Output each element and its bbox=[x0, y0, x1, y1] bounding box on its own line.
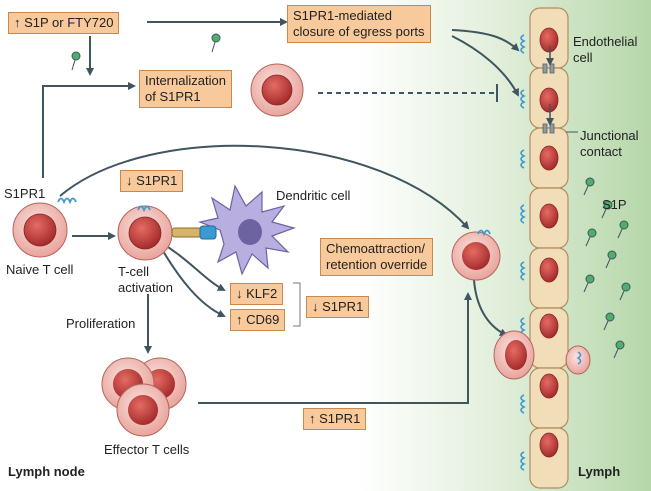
dendritic-label: Dendritic cell bbox=[276, 188, 351, 203]
lymph-label: Lymph bbox=[578, 464, 621, 479]
chemoattraction-box: Chemoattraction/retention override bbox=[320, 238, 434, 276]
s1p-fty720-box: ↑ S1P or FTY720 bbox=[8, 12, 120, 34]
endothelial-nuclei bbox=[539, 27, 559, 458]
internalized-cell bbox=[250, 63, 304, 117]
s1p-label: S1P bbox=[602, 197, 627, 212]
up-s1pr1-box: ↑ S1PR1 bbox=[303, 408, 367, 430]
effector-t-cells bbox=[101, 357, 187, 437]
s1pr1-label: S1PR1 bbox=[4, 186, 46, 201]
down-s1pr1-box: ↓ S1PR1 bbox=[120, 170, 184, 192]
endothelial-cell bbox=[529, 427, 569, 489]
endothelial-column bbox=[529, 7, 569, 489]
transmigrating-t-cell bbox=[493, 330, 591, 380]
naive-label: Naive T cell bbox=[6, 262, 74, 277]
naive-t-cell bbox=[12, 197, 77, 258]
proliferation-label: Proliferation bbox=[66, 316, 136, 331]
lymph-node-label: Lymph node bbox=[8, 464, 85, 479]
up-cd69-box: ↑ CD69 bbox=[230, 309, 286, 331]
retained-t-cell bbox=[451, 229, 501, 281]
bracket bbox=[293, 282, 301, 327]
down-klf2-box: ↓ KLF2 bbox=[230, 283, 284, 305]
dendritic-cell bbox=[171, 184, 296, 276]
endothelial-receptors bbox=[520, 34, 526, 471]
down-s1pr1-right-box: ↓ S1PR1 bbox=[306, 296, 370, 318]
s1p-molecules bbox=[71, 33, 631, 359]
connector-arrows bbox=[42, 18, 554, 404]
activated-t-cell bbox=[117, 205, 173, 261]
effector-label: Effector T cells bbox=[104, 442, 190, 457]
